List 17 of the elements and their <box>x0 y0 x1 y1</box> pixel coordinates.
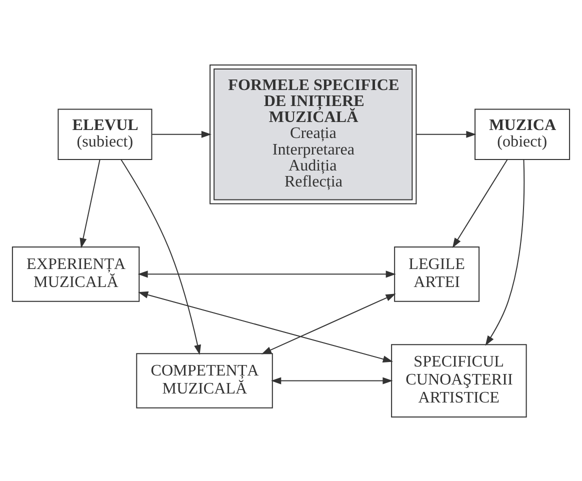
arrow <box>261 293 396 354</box>
node-box: FORMELE SPECIFICE DE INIȚIERE MUZICALĂ Creația Interpretarea Audiția Reflecția <box>210 64 417 204</box>
arrow <box>80 159 100 248</box>
arrow <box>485 159 525 346</box>
node-box: ELEVUL (subiect) <box>58 108 152 160</box>
arrow <box>138 290 393 362</box>
node-box: SPECIFICUL CUNOAŞTERII ARTISTICE <box>391 344 527 417</box>
node-box: COMPETENȚA MUZICALĂ <box>136 352 273 408</box>
arrow <box>120 159 201 354</box>
arrow <box>138 270 396 278</box>
arrow <box>452 158 508 248</box>
arrow <box>416 130 476 138</box>
arrow <box>152 130 212 138</box>
node-box: EXPERIENȚA MUZICALĂ <box>12 246 140 302</box>
node-box: MUZICA (obiect) <box>474 108 570 160</box>
node-box: LEGILE ARTEI <box>394 246 480 302</box>
arrow <box>271 376 393 384</box>
